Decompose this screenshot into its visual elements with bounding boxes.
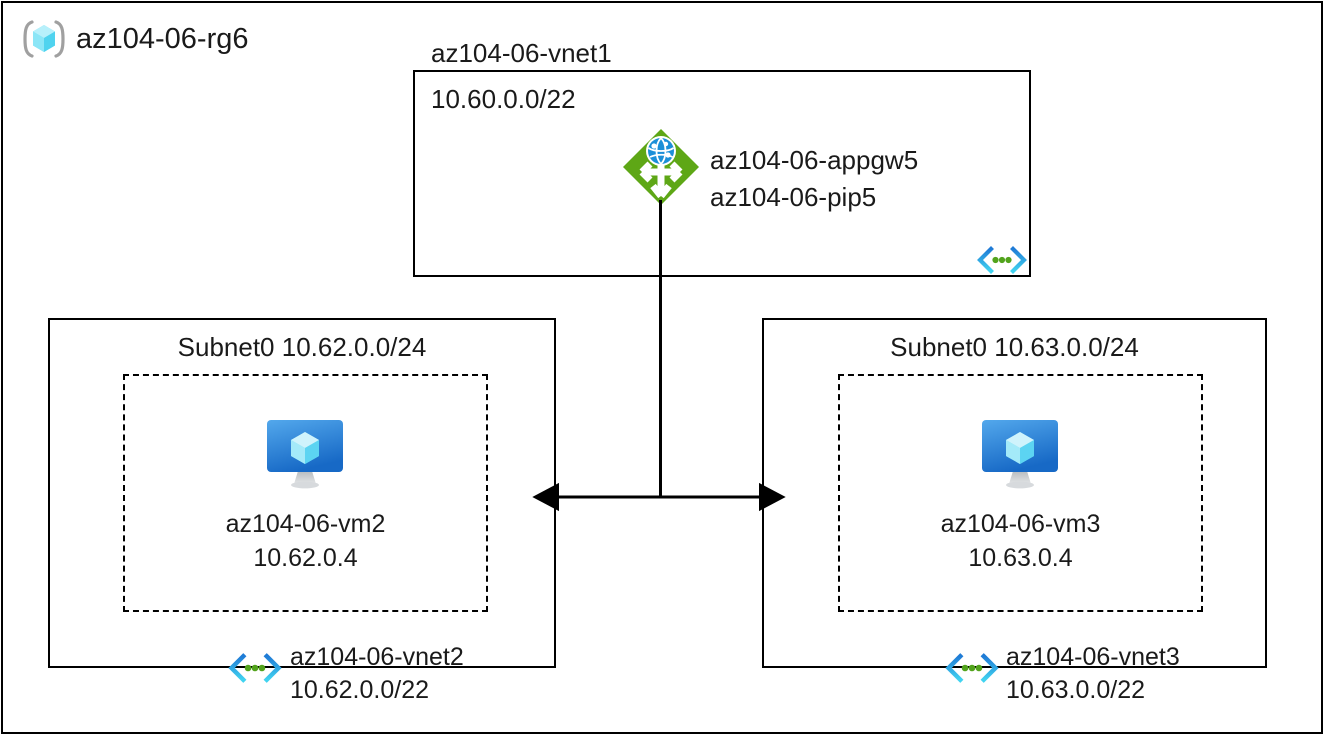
- application-gateway-icon[interactable]: [620, 126, 702, 208]
- vm-ip-vm3: 10.63.0.4: [968, 543, 1073, 572]
- vm-name-vm3: az104-06-vm3: [940, 510, 1101, 538]
- virtual-network-icon-vnet3[interactable]: [943, 652, 1001, 684]
- subnet-dashed-boundary-vnet2: [123, 374, 488, 612]
- hub-vnet-name-label: az104-06-vnet1: [431, 38, 612, 68]
- spoke-box-vnet3: [762, 318, 1267, 668]
- vm-caption-vm3: az104-06-vm3 10.63.0.4: [838, 508, 1203, 576]
- hub-virtual-network-icon[interactable]: [975, 245, 1029, 275]
- subnet-label-vnet3: Subnet0 10.63.0.0/24: [890, 332, 1139, 362]
- virtual-network-icon-vnet2[interactable]: [226, 652, 284, 684]
- gateway-name: az104-06-appgw5: [710, 145, 919, 175]
- spoke-box-vnet2: [48, 318, 556, 668]
- vnet-name-vnet3: az104-06-vnet3: [1006, 643, 1180, 671]
- vertical-connector-line: [659, 200, 662, 498]
- vm-caption-vm2: az104-06-vm2 10.62.0.4: [123, 508, 488, 576]
- vm-ip-vm2: 10.62.0.4: [253, 543, 358, 572]
- resource-group-header: az104-06-rg6: [22, 18, 249, 60]
- double-headed-arrow: [532, 480, 786, 514]
- resource-group-icon: [22, 18, 66, 60]
- subnet-dashed-boundary-vnet3: [838, 374, 1203, 612]
- subnet-label-vnet2: Subnet0 10.62.0.0/24: [177, 332, 427, 362]
- hub-vnet-address-space: 10.60.0.0/22: [431, 84, 576, 114]
- hub-vnet-box: [413, 70, 1031, 277]
- gateway-public-ip: az104-06-pip5: [710, 181, 877, 212]
- vnet-caption-vnet3: az104-06-vnet3 10.63.0.0/22: [1006, 641, 1180, 707]
- vnet-caption-vnet2: az104-06-vnet2 10.62.0.0/22: [290, 641, 464, 707]
- vnet-address-space-vnet2: 10.62.0.0/22: [290, 676, 430, 704]
- virtual-machine-icon-vm3[interactable]: [977, 415, 1063, 491]
- vnet-address-space-vnet3: 10.63.0.0/22: [1006, 676, 1146, 704]
- vm-name-vm2: az104-06-vm2: [225, 510, 386, 538]
- gateway-caption: az104-06-appgw5 az104-06-pip5: [710, 142, 918, 216]
- vnet-name-vnet2: az104-06-vnet2: [290, 643, 464, 671]
- resource-group-name: az104-06-rg6: [76, 22, 249, 55]
- virtual-machine-icon-vm2[interactable]: [262, 415, 348, 491]
